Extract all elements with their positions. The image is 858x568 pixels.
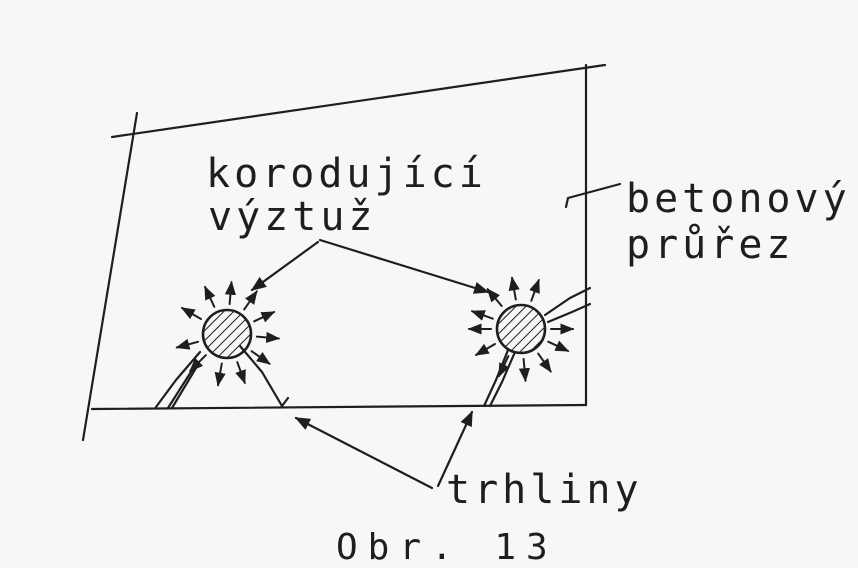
expansion-arrows-right [467,276,575,383]
left-expansion-arrow-1 [180,307,202,320]
leader-reinforcement-left [250,240,320,292]
leader-crack-left [294,416,434,490]
left-expansion-arrow-3 [224,280,236,306]
figure-caption: Obr. 13 [336,527,558,568]
leader-concrete-section [564,182,622,209]
expansion-arrows-left [175,280,281,387]
section-top-edge [110,63,607,139]
left-expansion-arrow-5 [253,311,276,323]
left-crack [154,350,290,409]
section-drawing [81,63,622,490]
right-expansion-arrow-2 [486,288,503,307]
right-crack-side [543,286,592,324]
label-corroding-line2: výztuž [208,194,377,240]
right-expansion-arrow-10 [474,343,496,356]
right-expansion-arrow-4 [529,278,540,302]
left-expansion-arrow-4 [243,290,258,311]
left-expansion-arrow-6 [255,331,281,343]
left-expansion-arrow-9 [214,362,226,387]
left-expansion-arrow-7 [250,350,271,365]
bar-right [495,303,547,355]
right-expansion-arrow-9 [498,355,510,378]
right-expansion-arrow-6 [547,340,570,352]
section-left-edge [81,111,139,442]
figure: korodující výztuž betonový průřez trhlin… [81,63,851,568]
right-expansion-arrow-8 [518,357,530,383]
leader-crack-right [436,410,474,488]
right-crack-down [482,348,517,408]
label-concrete-line2: průřez [626,222,795,268]
right-expansion-arrow-7 [537,352,552,373]
left-expansion-arrow-11 [175,338,199,350]
label-cracks: trhliny [446,467,643,513]
leader-reinforcement-right [318,238,490,294]
label-concrete-line1: betonový [626,176,851,222]
left-expansion-arrow-2 [204,285,216,308]
right-expansion-arrow-1 [470,310,494,321]
label-corroding-line1: korodující [206,151,487,197]
left-expansion-arrow-10 [189,354,207,372]
section-bottom-edge [90,403,588,411]
bar-left [201,308,253,360]
right-expansion-arrow-3 [508,276,520,301]
left-expansion-arrow-8 [235,361,246,385]
